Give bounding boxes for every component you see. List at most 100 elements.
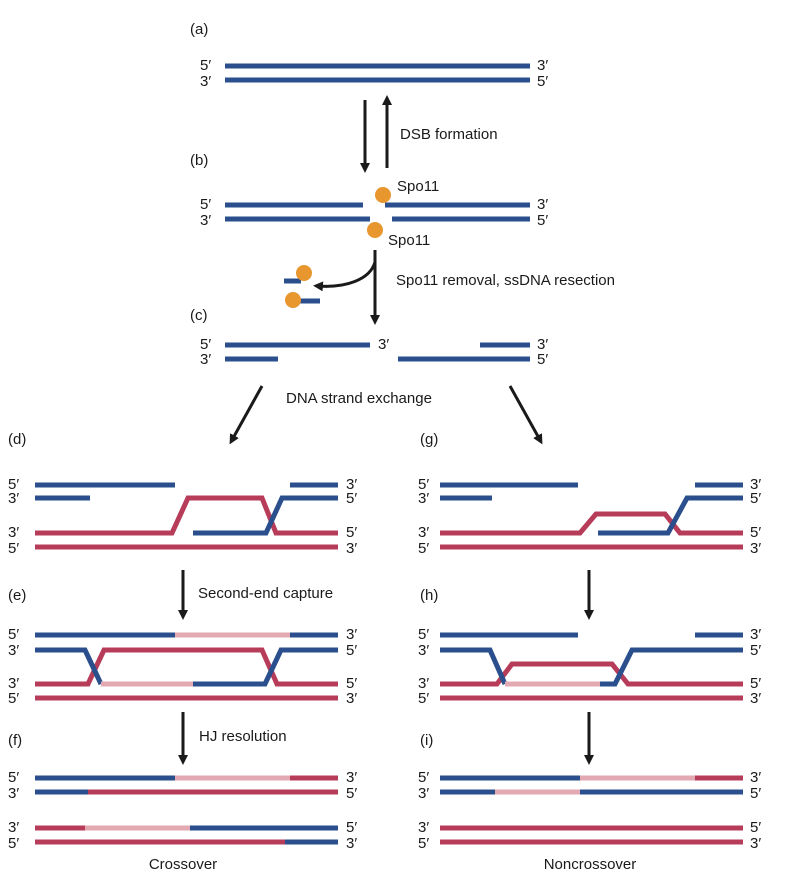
panel-b-label: (b) [190,152,208,169]
end-label: 3′ [346,476,357,493]
end-label: 5′ [346,785,357,802]
end-label: 5′ [8,769,19,786]
end-label: 3′ [750,626,761,643]
end-label: 5′ [537,73,548,90]
captured-strand [440,647,508,686]
end-label: 5′ [346,642,357,659]
dsb-formation-label: DSB formation [400,126,498,143]
end-label: 3′ [750,769,761,786]
end-label: 3′ [418,490,429,507]
spo11-protein [375,187,391,203]
end-label: 3′ [750,835,761,852]
invading-strand [193,647,338,687]
homolog-strand [35,647,338,687]
end-label: 5′ [346,675,357,692]
end-label: 5′ [750,785,761,802]
panel-h: (h) 5′ 3′ 3′ 5′ 3′ 5′ 5′ 3′ [418,587,761,707]
end-label: 5′ [8,835,19,852]
end-label: 5′ [537,351,548,368]
end-label: 3′ [418,524,429,541]
panel-a-label: (a) [190,21,208,38]
homolog-strand [440,511,743,536]
end-label: 3′ [200,351,211,368]
panel-h-label: (h) [420,587,438,604]
end-label: 3′ [418,642,429,659]
end-label: 3′ [8,675,19,692]
end-label: 5′ [200,196,211,213]
spo11-label: Spo11 [388,232,430,249]
end-label: 3′ [418,785,429,802]
end-label: 5′ [418,476,429,493]
end-label: 5′ [418,540,429,557]
curved-arrow [313,261,377,292]
strand-exchange-label: DNA strand exchange [286,390,432,407]
panel-f-label: (f) [8,732,22,749]
captured-strand [35,647,104,686]
end-label: 3′ [346,835,357,852]
panel-g-label: (g) [420,431,438,448]
end-label: 3′ [537,196,548,213]
invading-strand [600,647,743,687]
spo11-label: Spo11 [397,178,439,195]
end-label: 3′ [8,490,19,507]
end-label: 3′ [418,819,429,836]
end-label: 3′ [200,73,211,90]
end-label: 3′ [750,476,761,493]
down-left-arrow [229,385,264,445]
invading-strand [598,495,743,536]
end-label: 5′ [537,212,548,229]
panel-c: (c) 5′ 3′ 3′ 3′ 5′ [190,307,548,368]
end-label: 5′ [418,690,429,707]
end-label: 3′ [346,540,357,557]
spo11-protein [296,265,312,281]
end-label: 3′ [750,540,761,557]
end-label: 5′ [8,690,19,707]
end-label: 3′ [200,212,211,229]
end-label: 5′ [418,769,429,786]
end-label: 5′ [750,819,761,836]
panel-f: (f) 5′ 3′ 3′ 5′ 3′ 5′ 5′ 3′ Crossover [8,732,357,873]
homolog-strand [35,495,338,536]
end-label: 5′ [8,540,19,557]
end-label: 3′ [537,336,548,353]
end-label: 5′ [8,476,19,493]
panel-a: (a) 5′ 3′ 3′ 5′ [190,21,548,90]
panel-i-label: (i) [420,732,433,749]
end-label: 5′ [750,490,761,507]
spo11-protein [285,292,301,308]
panel-d: (d) 5′ 3′ 3′ 5′ 3′ 5′ 5′ 3′ [8,431,357,557]
panel-d-label: (d) [8,431,26,448]
end-label: 5′ [346,819,357,836]
crossover-caption: Crossover [149,856,217,873]
end-label: 5′ [200,57,211,74]
second-end-capture-label: Second-end capture [198,585,333,602]
end-label: 3′ [750,690,761,707]
end-label: 3′ [378,336,389,353]
end-label: 3′ [537,57,548,74]
end-label: 3′ [346,626,357,643]
end-label: 3′ [8,524,19,541]
end-label: 3′ [8,642,19,659]
homolog-strand [440,661,743,687]
spo11-protein [367,222,383,238]
noncrossover-caption: Noncrossover [544,856,637,873]
invading-strand [193,495,338,536]
end-label: 5′ [750,524,761,541]
end-label: 5′ [8,626,19,643]
end-label: 3′ [8,785,19,802]
end-label: 5′ [200,336,211,353]
end-label: 3′ [418,675,429,692]
end-label: 5′ [418,626,429,643]
spo11-removal-label: Spo11 removal, ssDNA resection [396,272,615,289]
panel-g: (g) 5′ 3′ 3′ 5′ 3′ 5′ 5′ 3′ [418,431,761,557]
down-right-arrow [508,385,543,445]
hj-resolution-label: HJ resolution [199,728,287,745]
panel-e: (e) 5′ 3′ 3′ 5′ 3′ 5′ 5′ 3′ [8,587,357,707]
end-label: 5′ [346,490,357,507]
panel-c-label: (c) [190,307,208,324]
end-label: 3′ [8,819,19,836]
panel-i: (i) 5′ 3′ 3′ 5′ 3′ 5′ 5′ 3′ Noncrossover [418,732,761,873]
end-label: 3′ [346,769,357,786]
panel-e-label: (e) [8,587,26,604]
